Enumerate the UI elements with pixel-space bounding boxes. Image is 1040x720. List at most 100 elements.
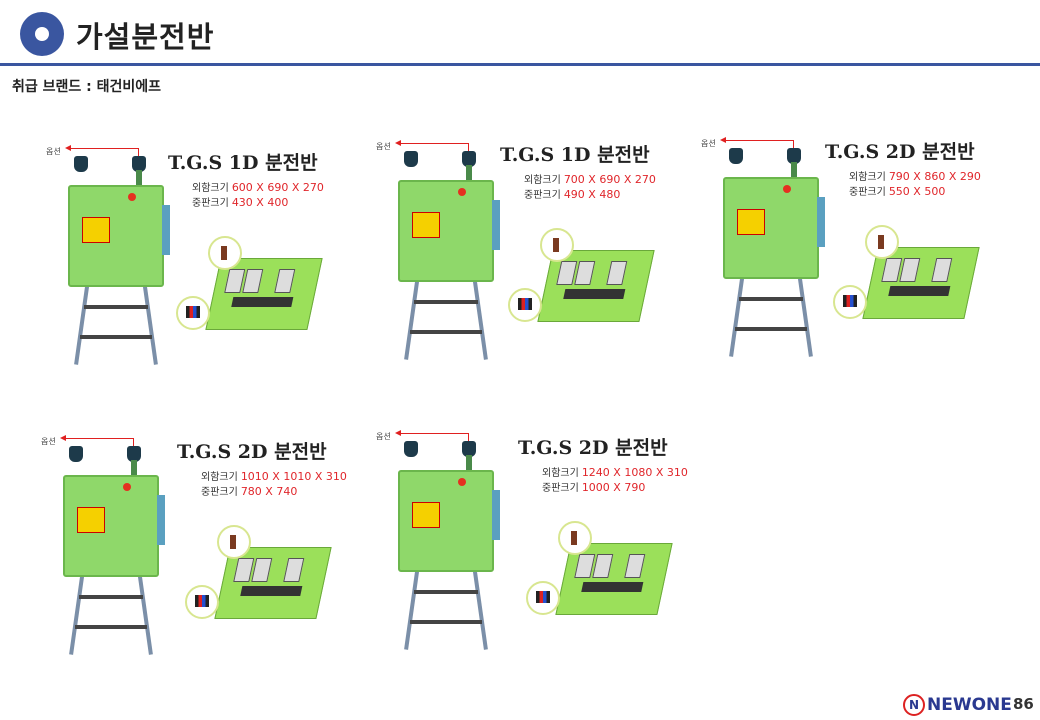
hook-icon — [74, 156, 88, 172]
enclosure-image — [63, 475, 165, 577]
stand-rung — [414, 590, 478, 594]
terminal-detail-circle — [508, 288, 542, 322]
product-title: T.G.S 2D 분전반 — [518, 437, 668, 459]
stand-rung — [414, 300, 478, 304]
stand-leg — [142, 280, 158, 365]
hook-icon — [404, 151, 418, 167]
spec-value: 780 X 740 — [240, 485, 298, 498]
product-title: T.G.S 1D 분전반 — [168, 152, 318, 174]
option-wire — [60, 434, 134, 449]
stand-leg — [729, 272, 745, 357]
option-wire — [65, 144, 139, 159]
stand-leg — [404, 565, 420, 650]
terminal-detail-circle — [833, 285, 867, 319]
stand-leg — [404, 275, 420, 360]
stand-rung — [410, 330, 482, 334]
enclosure-image — [68, 185, 170, 287]
stand-rung — [410, 620, 482, 624]
hook-icon — [729, 148, 743, 164]
hook-icon — [787, 148, 801, 164]
spec-value: 490 X 480 — [563, 188, 621, 201]
stand-leg — [797, 272, 813, 357]
spec-label: 중판크기 — [192, 198, 229, 209]
terminal-detail-circle — [526, 581, 560, 615]
stand-rung — [84, 305, 148, 309]
enclosure-image — [398, 470, 500, 572]
detail-circle — [217, 525, 251, 559]
spec-label: 외함크기 — [524, 175, 561, 186]
option-wire — [395, 139, 469, 154]
option-label: 옵션 — [41, 437, 56, 446]
spec-value: 1010 X 1010 X 310 — [240, 470, 347, 483]
detail-circle — [540, 228, 574, 262]
page-number: 86 — [1013, 695, 1034, 713]
option-label: 옵션 — [46, 147, 61, 156]
spec-label: 외함크기 — [192, 183, 229, 194]
header-divider — [0, 63, 1040, 66]
spec-label: 외함크기 — [201, 472, 238, 483]
header-bullet-icon — [20, 12, 64, 56]
enclosure-image — [723, 177, 825, 279]
spec-value: 790 X 860 X 290 — [888, 170, 981, 183]
hook-icon — [462, 151, 476, 167]
product-title: T.G.S 1D 분전반 — [500, 144, 650, 166]
spec-value: 700 X 690 X 270 — [563, 173, 656, 186]
option-label: 옵션 — [701, 139, 716, 148]
spec-label: 외함크기 — [849, 172, 886, 183]
hook-icon — [69, 446, 83, 462]
stand-rung — [75, 625, 147, 629]
hook-icon — [132, 156, 146, 172]
option-label: 옵션 — [376, 432, 391, 441]
terminal-detail-circle — [176, 296, 210, 330]
logo-text: NEWONE — [927, 695, 1012, 715]
enclosure-image — [398, 180, 500, 282]
hook-icon — [127, 446, 141, 462]
option-wire — [395, 429, 469, 444]
spec-label: 중판크기 — [849, 187, 886, 198]
spec-value: 600 X 690 X 270 — [231, 181, 324, 194]
detail-circle — [208, 236, 242, 270]
brand-line: 취급 브랜드 : 태건비에프 — [12, 79, 162, 95]
option-label: 옵션 — [376, 142, 391, 151]
detail-circle — [558, 521, 592, 555]
spec-value: 550 X 500 — [888, 185, 946, 198]
stand-rung — [735, 327, 807, 331]
product-title: T.G.S 2D 분전반 — [177, 441, 327, 463]
stand-rung — [79, 595, 143, 599]
spec-label: 중판크기 — [524, 190, 561, 201]
spec-value: 1000 X 790 — [581, 481, 646, 494]
stand-leg — [69, 570, 85, 655]
stand-rung — [80, 335, 152, 339]
detail-circle — [865, 225, 899, 259]
product-title: T.G.S 2D 분전반 — [825, 141, 975, 163]
spec-value: 1240 X 1080 X 310 — [581, 466, 688, 479]
hook-icon — [462, 441, 476, 457]
stand-leg — [472, 275, 488, 360]
spec-label: 외함크기 — [542, 468, 579, 479]
stand-leg — [137, 570, 153, 655]
spec-value: 430 X 400 — [231, 196, 289, 209]
page-title: 가설분전반 — [76, 20, 215, 54]
spec-label: 중판크기 — [201, 487, 238, 498]
stand-leg — [74, 280, 90, 365]
terminal-detail-circle — [185, 585, 219, 619]
option-wire — [720, 136, 794, 151]
spec-label: 중판크기 — [542, 483, 579, 494]
stand-rung — [739, 297, 803, 301]
hook-icon — [404, 441, 418, 457]
